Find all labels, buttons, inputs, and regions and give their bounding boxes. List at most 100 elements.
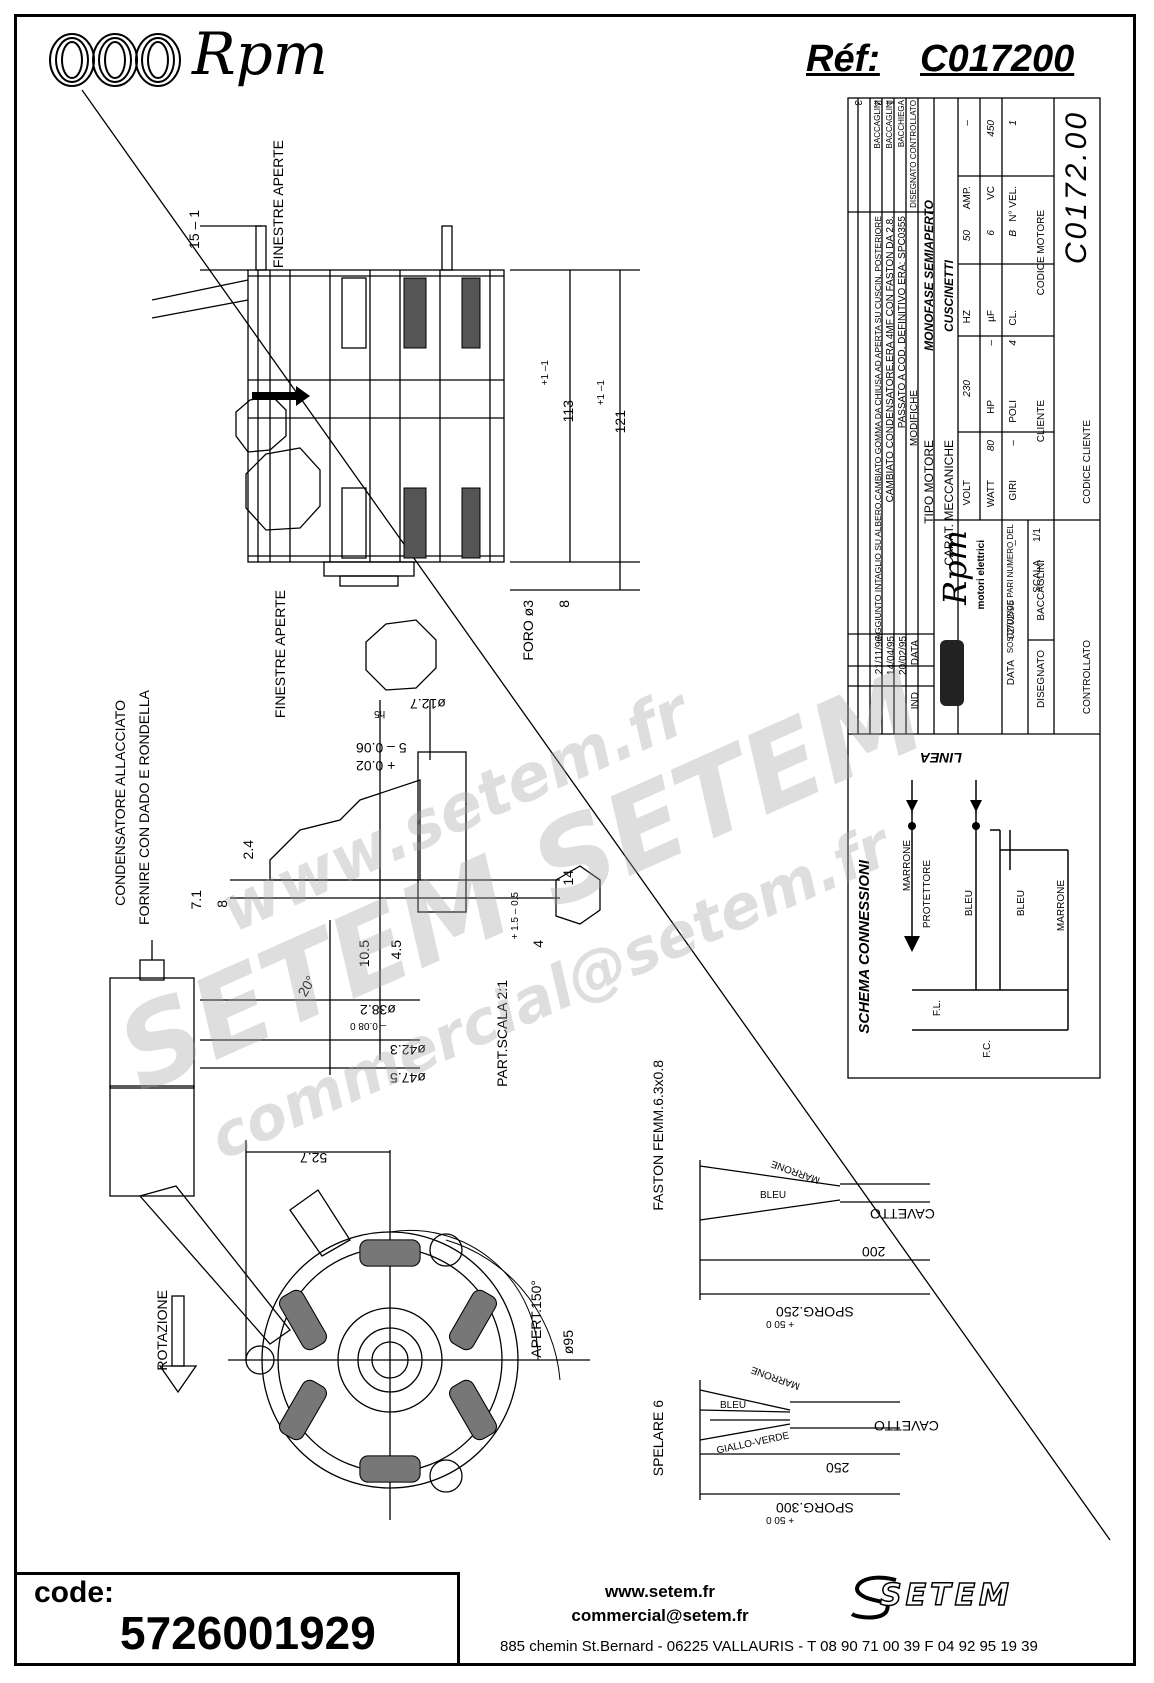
dim-200: 200 <box>862 1244 886 1260</box>
dim-2-4: 2.4 <box>240 840 256 860</box>
spelare-label: SPELARE 6 <box>650 1400 666 1477</box>
code-label: code: <box>34 1576 115 1609</box>
footer-address: 885 chemin St.Bernard - 06225 VALLAURIS … <box>500 1638 1038 1655</box>
schema-fc: F.C. <box>982 1040 993 1058</box>
volt-label: VOLT <box>962 480 973 506</box>
tol-121: +1 –1 <box>596 380 607 406</box>
faston-bleu: BLEU <box>760 1190 787 1201</box>
poli-label: POLI <box>1008 400 1019 423</box>
finestre-aperte-top: FINESTRE APERTE <box>270 140 286 269</box>
schema-protettore: PROTETTORE <box>922 860 933 929</box>
cavetto-2: CAVETTO <box>874 1418 939 1434</box>
dim-15: 15 – 1 <box>186 210 202 249</box>
fornire-label: FORNIRE CON DADO E RONDELLA <box>136 690 152 925</box>
revision-2-designer: BACCAGLINI <box>885 100 894 149</box>
tipo-motore-label: TIPO MOTORE <box>922 440 936 524</box>
revision-1-ind: 1 <box>884 100 895 106</box>
revision-1-text: PASSATO A COD. DEFINITIVO ERA: SPC0355 <box>897 216 908 429</box>
footer-email[interactable]: commercial@setem.fr <box>571 1606 749 1625</box>
watt-value: 80 <box>986 440 997 452</box>
hp-label: HP <box>986 400 997 414</box>
schema-bleu-2: BLEU <box>1016 890 1027 917</box>
revision-2-text: CAMBIATO CONDENSATORE,ERA 4MF CON FASTON… <box>885 216 896 503</box>
tol-113: +1 –1 <box>540 360 551 386</box>
uf-value: 6 <box>986 230 997 236</box>
revision-3-ind: 3 <box>852 100 863 106</box>
sostituisce-value: – <box>1010 540 1021 546</box>
brand-logo-text: Rpm <box>192 20 328 88</box>
data-header: DATA <box>910 640 921 666</box>
revision-3-designer: BACCAGLINI <box>873 100 882 149</box>
volt-value: 230 <box>962 380 973 397</box>
revision-1-designer: BACCHIEGA <box>897 100 906 148</box>
codice-motore-value: C0172.00 <box>1060 110 1093 265</box>
ref-label: Réf: <box>806 38 880 80</box>
code-box <box>14 1572 460 1666</box>
tol-50-a: + 50 0 <box>766 1318 795 1329</box>
nvel-label: N° VEL. <box>1008 186 1019 222</box>
rpm-mini-logo <box>940 640 964 706</box>
schema-marrone-2: MARRONE <box>1056 880 1067 932</box>
vc-value: 450 <box>986 120 997 137</box>
setem-swirl-icon <box>850 1575 897 1620</box>
foro-label: FORO ø3 <box>520 600 536 661</box>
drawing-frame <box>14 14 1136 1666</box>
faston-label: FASTON FEMM.6.3x0.8 <box>650 1060 666 1211</box>
vc-label: VC <box>986 186 997 200</box>
apert-150: APERT.150° <box>528 1280 544 1358</box>
cavetto-1: CAVETTO <box>870 1206 935 1222</box>
hz-label: HZ <box>962 310 973 324</box>
revision-2-ind: 2 <box>872 100 883 106</box>
dim-250: 250 <box>826 1460 850 1476</box>
disegnato-controllato-header: DISEGNATO CONTROLLATO <box>909 100 918 208</box>
data2-value: 02/02/95 <box>1006 600 1017 639</box>
uf-label: µF <box>986 310 997 322</box>
dim-113: 113 <box>560 400 576 423</box>
scala-value: 1/1 <box>1032 528 1043 542</box>
disegnato-value: BACCAGLINI <box>1036 560 1047 621</box>
cl-value: B <box>1008 230 1019 237</box>
dim-52-7: 52.7 <box>300 1150 328 1166</box>
code-value: 5726001929 <box>120 1607 376 1659</box>
dim-7-1: 7.1 <box>188 890 204 910</box>
tipo-motore-value: MONOFASE SEMIAPERTO <box>922 200 936 351</box>
amp-value: – <box>962 120 973 126</box>
cl-label: CL. <box>1008 310 1019 326</box>
rpm-logo-mark <box>49 33 181 87</box>
hz-value: 50 <box>962 230 973 242</box>
spelare-bleu: BLEU <box>720 1400 747 1411</box>
codice-motore-label: CODICE MOTORE <box>1036 210 1047 296</box>
dim-d12-7: ø12.7 <box>410 696 446 712</box>
dim-5: 5 – 0.06 <box>356 740 407 756</box>
poli-value: 4 <box>1008 340 1019 346</box>
schema-fl: F.L. <box>932 1000 943 1017</box>
condensatore-label: CONDENSATORE ALLACCIATO <box>112 700 128 906</box>
cliente-label: CLIENTE <box>1036 400 1047 443</box>
title-block-brand-sub: motori elettrici <box>976 540 987 610</box>
giri-label: GIRI <box>1008 480 1019 501</box>
dim-5-tol: + 0.02 <box>356 758 396 774</box>
hp-value: – <box>986 340 997 346</box>
disegnato-label: DISEGNATO <box>1036 650 1047 708</box>
modifiche-header: MODIFICHE <box>909 390 920 447</box>
schema-marrone: MARRONE <box>902 840 913 892</box>
rotazione-label: ROTAZIONE <box>154 1290 170 1371</box>
schema-bleu-1: BLEU <box>964 890 975 917</box>
carat-value: CUSCINETTI <box>942 260 956 332</box>
finestre-aperte-bottom: FINESTRE APERTE <box>272 590 288 719</box>
h5-label: h5 <box>374 708 386 719</box>
controllato-label: CONTROLLATO <box>1082 640 1093 715</box>
footer-website[interactable]: www.setem.fr <box>605 1582 715 1601</box>
watt-label: WATT <box>986 480 997 508</box>
giri-value: – <box>1008 440 1019 446</box>
data2-label: DATA <box>1006 660 1017 686</box>
tol-50-b: + 50 0 <box>766 1514 795 1525</box>
dim-8: 8 <box>556 600 572 608</box>
dim-d95: ø95 <box>560 1330 576 1355</box>
nvel-value: 1 <box>1008 120 1019 126</box>
amp-label: AMP. <box>962 186 973 210</box>
ref-value: C017200 <box>920 38 1075 80</box>
dim-121: 121 <box>612 410 628 434</box>
setem-logo: SETEM <box>879 1577 1013 1614</box>
